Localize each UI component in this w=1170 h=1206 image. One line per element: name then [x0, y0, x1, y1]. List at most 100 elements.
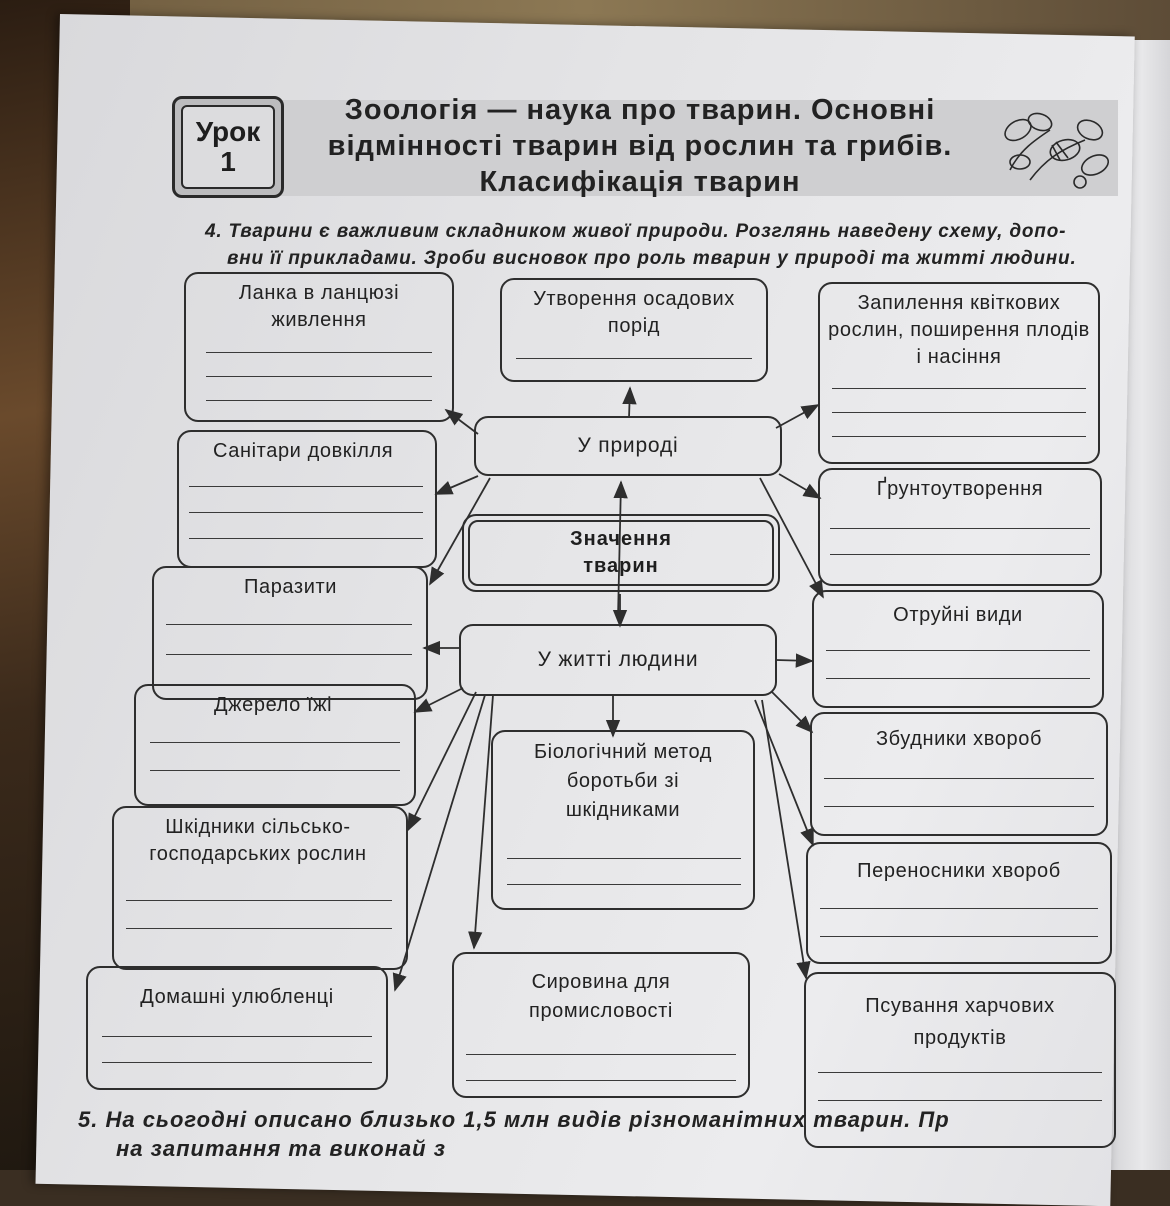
answer-line: [818, 1072, 1102, 1073]
box-pollination: Запилення квіткових рослин, поширення пл…: [818, 282, 1100, 464]
answer-line: [206, 352, 432, 353]
answer-line: [189, 512, 423, 513]
box-pollination-label: Запилення квіткових рослин, поширення пл…: [828, 292, 1090, 368]
header-band: [178, 100, 1118, 196]
box-pets-label: Домашні улюбленці: [140, 986, 334, 1008]
box-sediment: Утворення осадових порід: [500, 278, 768, 382]
answer-line: [820, 936, 1098, 937]
answer-line: [189, 538, 423, 539]
box-food-source: Джерело їжі: [134, 684, 416, 806]
lesson-title: Зоологія — наука про тварин. Основні від…: [300, 92, 980, 200]
answer-line: [102, 1062, 372, 1063]
arrow-to-pathogens: [771, 691, 814, 734]
box-raw-material: Сировина для промисловості: [452, 952, 750, 1098]
arrow-to-pets: [392, 694, 486, 992]
lesson-badge: Урок 1: [172, 96, 284, 198]
lesson-number: 1: [220, 146, 236, 177]
answer-line: [824, 778, 1094, 779]
arrow-to-soil: [778, 473, 822, 499]
box-parasites-label: Паразити: [244, 576, 337, 598]
title-line-3: Класифікація тварин: [479, 166, 801, 198]
center-node: Значення тварин: [462, 514, 780, 592]
arrow-to-poisonous: [759, 477, 824, 599]
arrow-to-sediment: [622, 386, 637, 419]
arrow-to-raw-material: [468, 694, 494, 950]
answer-line: [507, 884, 741, 885]
answer-line: [126, 928, 392, 929]
box-sanitary-label: Санітари довкілля: [213, 440, 394, 462]
arrow-center-to-nature: [613, 480, 628, 619]
box-food-spoilage-label: Псування харчових продуктів: [865, 995, 1055, 1049]
arrow-to-poisonous-from-life: [775, 653, 814, 668]
title-line-1: Зоологія — наука про тварин. Основні: [344, 94, 936, 126]
title-line-2: відмінності тварин від рослин та грибів.: [327, 130, 953, 162]
hub-human-life: У житті людини: [459, 624, 777, 696]
arrow-to-food-source: [413, 687, 464, 713]
box-biological-method-label: Біологічний метод боротьби зі шкідниками: [533, 741, 713, 821]
box-food-spoilage: Псування харчових продуктів: [804, 972, 1116, 1148]
box-pets: Домашні улюбленці: [86, 966, 388, 1090]
arrow-to-sanitary: [434, 475, 479, 495]
answer-line: [150, 770, 400, 771]
answer-line: [166, 624, 412, 625]
box-poisonous: Отруйні види: [812, 590, 1104, 708]
answer-line: [820, 908, 1098, 909]
task-5-line-1: 5. На сьогодні описано близько 1,5 млн в…: [78, 1107, 950, 1132]
center-label-line-2: тварин: [583, 555, 659, 577]
task-4-line-1: 4. Тварини є важливим складником живої п…: [205, 221, 1067, 242]
box-sanitary: Санітари довкілля: [177, 430, 437, 568]
answer-line: [189, 486, 423, 487]
answer-line: [166, 654, 412, 655]
box-soil-formation: Ґрунтоутворення: [818, 468, 1102, 586]
answer-line: [818, 1100, 1102, 1101]
box-food-chain-label: Ланка в ланцюзі живлення: [238, 282, 400, 331]
answer-line: [206, 400, 432, 401]
box-pests: Шкідники сільсько-господарських рослин: [112, 806, 408, 970]
box-soil-formation-label: Ґрунтоутворення: [876, 478, 1044, 500]
box-disease-vectors: Переносники хвороб: [806, 842, 1112, 964]
answer-line: [826, 650, 1090, 651]
answer-line: [830, 528, 1090, 529]
box-raw-material-label: Сировина для промисловості: [529, 971, 673, 1022]
answer-line: [126, 900, 392, 901]
box-pathogens: Збудники хвороб: [810, 712, 1108, 836]
butterfly-illustration-icon: [1004, 112, 1110, 189]
box-sediment-label: Утворення осадових порід: [533, 288, 735, 337]
box-food-chain: Ланка в ланцюзі живлення: [184, 272, 454, 422]
answer-line: [832, 412, 1086, 413]
box-pests-label: Шкідники сільсько-господарських рослин: [149, 816, 367, 865]
diagram-arrows: [392, 386, 824, 992]
arrow-to-vectors: [754, 699, 814, 847]
answer-line: [102, 1036, 372, 1037]
task-5-line-2: на запитання та виконай з: [116, 1136, 446, 1161]
answer-line: [830, 554, 1090, 555]
arrow-to-spoilage: [761, 699, 811, 980]
answer-line: [206, 376, 432, 377]
answer-line: [466, 1054, 736, 1055]
hub-human-life-label: У житті людини: [537, 648, 699, 671]
answer-line: [832, 388, 1086, 389]
hub-nature: У природі: [474, 416, 782, 476]
box-pathogens-label: Збудники хвороб: [875, 728, 1043, 750]
box-biological-method: Біологічний метод боротьби зі шкідниками: [491, 730, 755, 910]
answer-line: [516, 358, 752, 359]
task-4-instructions: 4. Тварини є важливим складником живої п…: [205, 218, 1115, 272]
arrow-to-pollination: [775, 404, 820, 429]
center-label-line-1: Значення: [570, 528, 672, 550]
answer-line: [824, 806, 1094, 807]
box-food-source-label: Джерело їжі: [214, 694, 333, 716]
box-parasites: Паразити: [152, 566, 428, 700]
answer-line: [466, 1080, 736, 1081]
task-5-instructions: 5. На сьогодні описано близько 1,5 млн в…: [78, 1105, 1088, 1163]
answer-line: [507, 858, 741, 859]
hub-nature-label: У природі: [577, 434, 679, 457]
answer-line: [150, 742, 400, 743]
answer-line: [832, 436, 1086, 437]
box-disease-vectors-label: Переносники хвороб: [857, 860, 1061, 882]
box-poisonous-label: Отруйні види: [893, 604, 1023, 626]
lesson-word: Урок: [195, 116, 261, 147]
task-4-line-2: вни її прикладами. Зроби висновок про ро…: [227, 248, 1077, 269]
arrow-to-pests: [407, 691, 477, 832]
answer-line: [826, 678, 1090, 679]
arrow-to-parasites: [429, 477, 491, 586]
